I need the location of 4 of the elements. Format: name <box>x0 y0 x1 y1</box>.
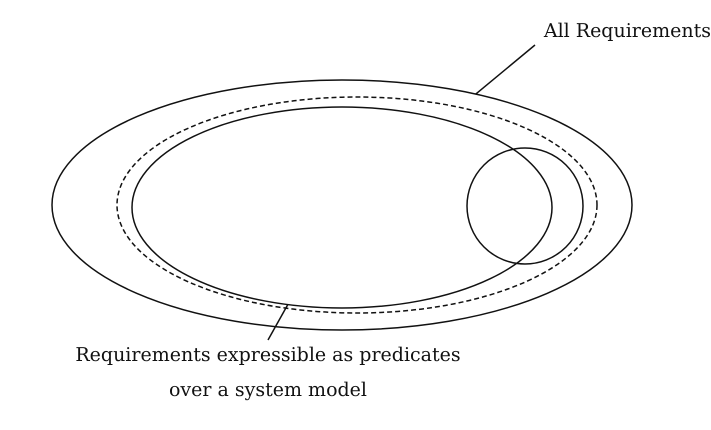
leader-line <box>267 304 288 340</box>
leader-line <box>475 44 536 95</box>
label-text: Requirements expressible as predicates over a system model <box>58 338 478 408</box>
label-text: All Requirements <box>505 14 711 49</box>
